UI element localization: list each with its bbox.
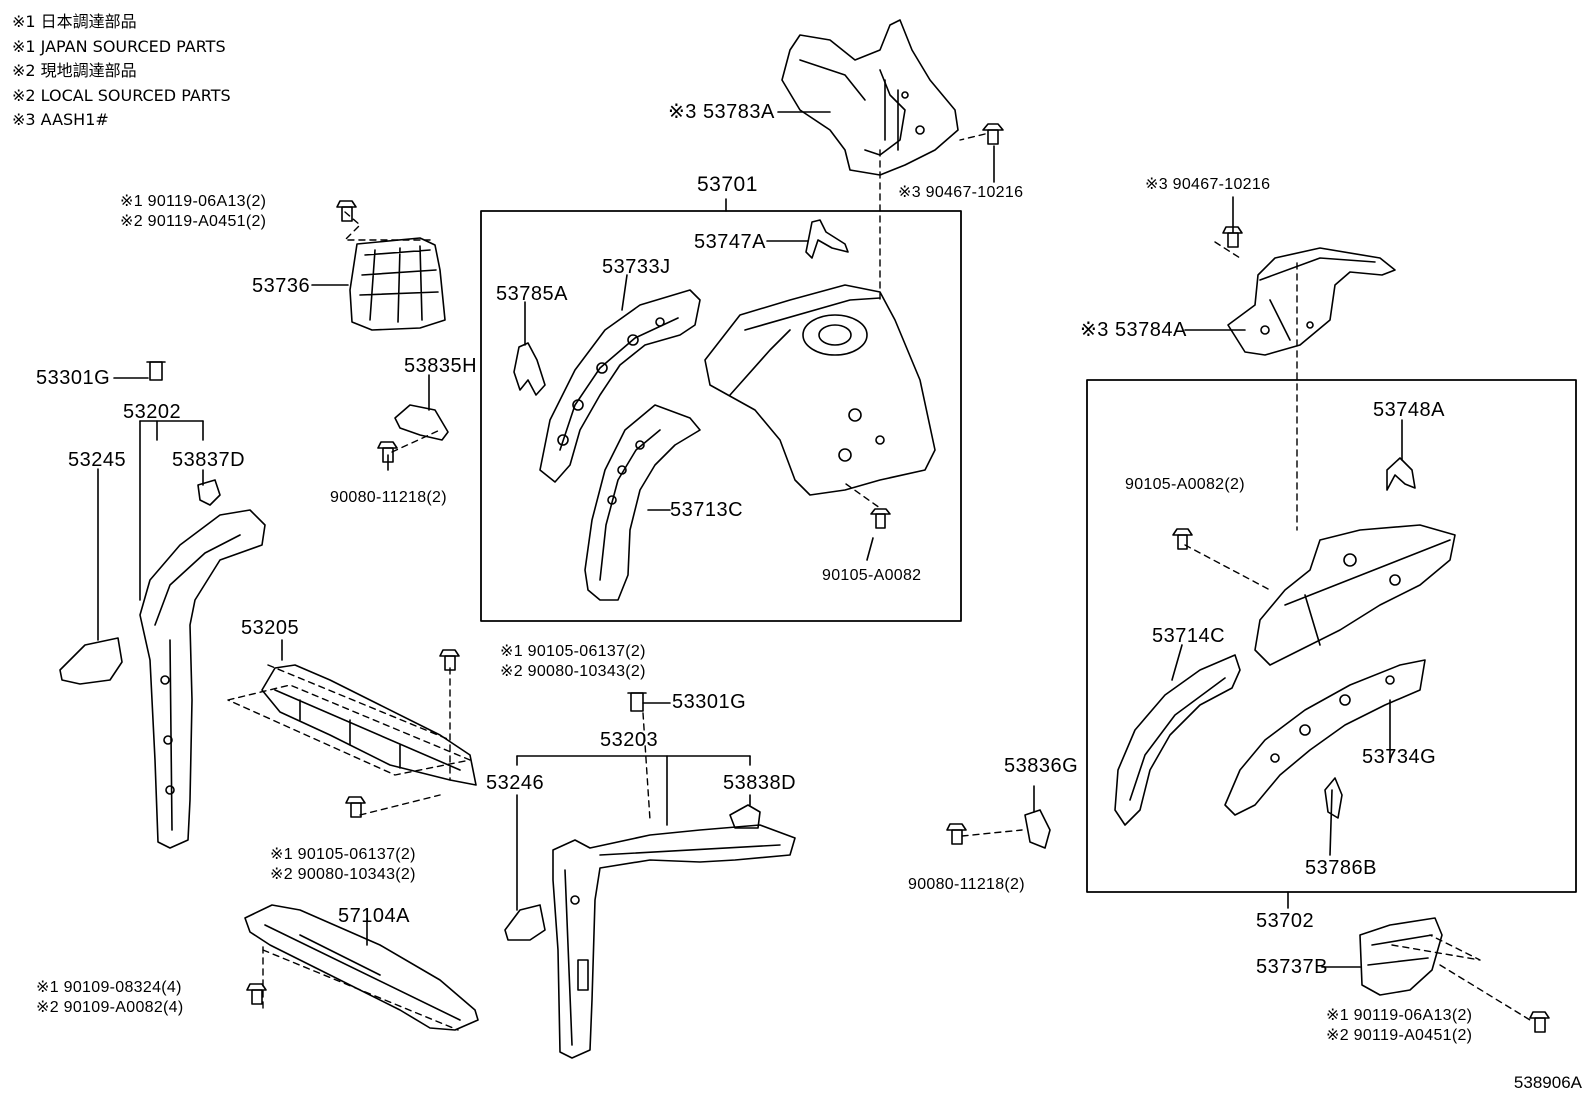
callout-53836G[interactable]: 53836G [1004,755,1079,777]
part-53205-sketch [261,664,477,786]
part-53713C-sketch [584,404,701,601]
note-5: ※3 AASH1# [12,110,109,129]
callout-53714C[interactable]: 53714C [1152,625,1226,647]
callout-53747A[interactable]: 53747A [694,231,766,253]
part-apron-rh-sketch [1254,524,1456,666]
callout-90109-08324[interactable]: ※1 90109-08324(4) [36,979,182,996]
bolt-90105-mid [439,649,460,671]
part-53784A-sketch [1227,247,1396,356]
part-53785A-sketch [513,342,546,396]
figure-code: 538906A [1513,1073,1582,1092]
callout-53837D[interactable]: 53837D [172,449,246,471]
bolt-90109 [246,983,267,1005]
bolt-90119-top [336,200,357,222]
bolt-90467-top [982,123,1004,145]
callout-90105-A0082[interactable]: 90105-A0082 [822,567,922,584]
callout-90080-11218-a[interactable]: 90080-11218(2) [330,489,447,506]
callout-53835H[interactable]: 53835H [404,355,478,377]
note-4: ※2 LOCAL SOURCED PARTS [12,85,231,105]
part-53747A-sketch [805,219,849,259]
callout-90080-11218-b[interactable]: 90080-11218(2) [908,876,1025,893]
part-53734G-sketch [1224,659,1426,816]
callout-53748A[interactable]: 53748A [1373,399,1445,421]
callout-53733J[interactable]: 53733J [602,256,671,278]
callout-53736[interactable]: 53736 [252,275,311,297]
callout-53783A[interactable]: ※3 53783A [668,101,775,123]
callout-53245[interactable]: 53245 [68,449,127,471]
part-53245-sketch [59,637,123,685]
part-53837D-sketch [197,479,221,506]
callout-90119-top-2[interactable]: ※2 90119-A0451(2) [120,213,267,230]
callout-90119-bottom-2[interactable]: ※2 90119-A0451(2) [1326,1027,1473,1044]
callout-53785A[interactable]: 53785A [496,283,568,305]
callout-53713C[interactable]: 53713C [670,499,744,521]
note-2: ※1 JAPAN SOURCED PARTS [12,36,226,56]
callout-90080-10343-mid[interactable]: ※2 90080-10343(2) [500,663,646,680]
callout-53301G-b[interactable]: 53301G [672,691,747,713]
legend-notes: ※1 日本調達部品 ※1 JAPAN SOURCED PARTS ※2 現地調達… [12,10,231,133]
callout-53246[interactable]: 53246 [486,772,545,794]
bolt-90119-bottom [1529,1011,1550,1033]
part-53301G-a-sketch [146,361,166,381]
part-53836G-sketch [1024,809,1051,849]
callout-53786B[interactable]: 53786B [1305,857,1377,879]
bolt-90467-right [1222,226,1243,248]
callout-90467-10216-right[interactable]: ※3 90467-10216 [1145,176,1271,193]
part-53838D-sketch [729,804,761,829]
bolt-90105-low [345,796,366,818]
callout-53838D[interactable]: 53838D [723,772,797,794]
callout-53702[interactable]: 53702 [1256,910,1315,932]
bolt-90105-A0082 [870,508,891,529]
callout-90105-06137-mid[interactable]: ※1 90105-06137(2) [500,643,646,660]
callout-53205[interactable]: 53205 [241,617,300,639]
callout-53202[interactable]: 53202 [123,401,182,423]
callout-57104A[interactable]: 57104A [338,905,410,927]
bolt-90080-a [377,441,398,463]
callout-90105-A0082-2[interactable]: 90105-A0082(2) [1125,476,1245,493]
part-53202-sketch [139,509,266,849]
part-53737B-sketch [1359,917,1443,996]
callout-90080-10343-low[interactable]: ※2 90080-10343(2) [270,866,416,883]
part-53733J-sketch [539,289,701,483]
note-1: ※1 日本調達部品 [12,12,137,31]
callout-53737B[interactable]: 53737B [1256,956,1328,978]
callout-90467-10216-top[interactable]: ※3 90467-10216 [898,184,1024,201]
part-53301G-b-sketch [627,692,647,712]
callout-53734G[interactable]: 53734G [1362,746,1437,768]
callout-90119-bottom-1[interactable]: ※1 90119-06A13(2) [1326,1007,1473,1024]
bolt-90080-b [946,823,967,845]
callout-53203[interactable]: 53203 [600,729,659,751]
part-53203-sketch [552,824,796,1059]
part-57104A-sketch [244,904,479,1031]
callout-90109-A0082[interactable]: ※2 90109-A0082(4) [36,999,184,1016]
part-53714C-sketch [1114,654,1241,826]
group-box-53702 [1086,379,1577,893]
callout-53301G-a[interactable]: 53301G [36,367,111,389]
part-apron-upper-sketch [704,284,936,496]
callout-90105-06137-low[interactable]: ※1 90105-06137(2) [270,846,416,863]
part-53748A-sketch [1386,457,1416,491]
part-53736-sketch [349,237,446,331]
part-53783A-sketch [781,19,959,176]
group-box-53701 [480,210,962,622]
bolt-90105-A0082-2 [1172,528,1193,550]
part-53835H-sketch [394,404,449,441]
note-3: ※2 現地調達部品 [12,61,137,80]
part-53246-sketch [504,904,546,941]
callout-90119-top-1[interactable]: ※1 90119-06A13(2) [120,193,267,210]
callout-53784A[interactable]: ※3 53784A [1080,319,1187,341]
callout-53701[interactable]: 53701 [697,173,758,196]
part-53786B-sketch [1324,777,1343,819]
